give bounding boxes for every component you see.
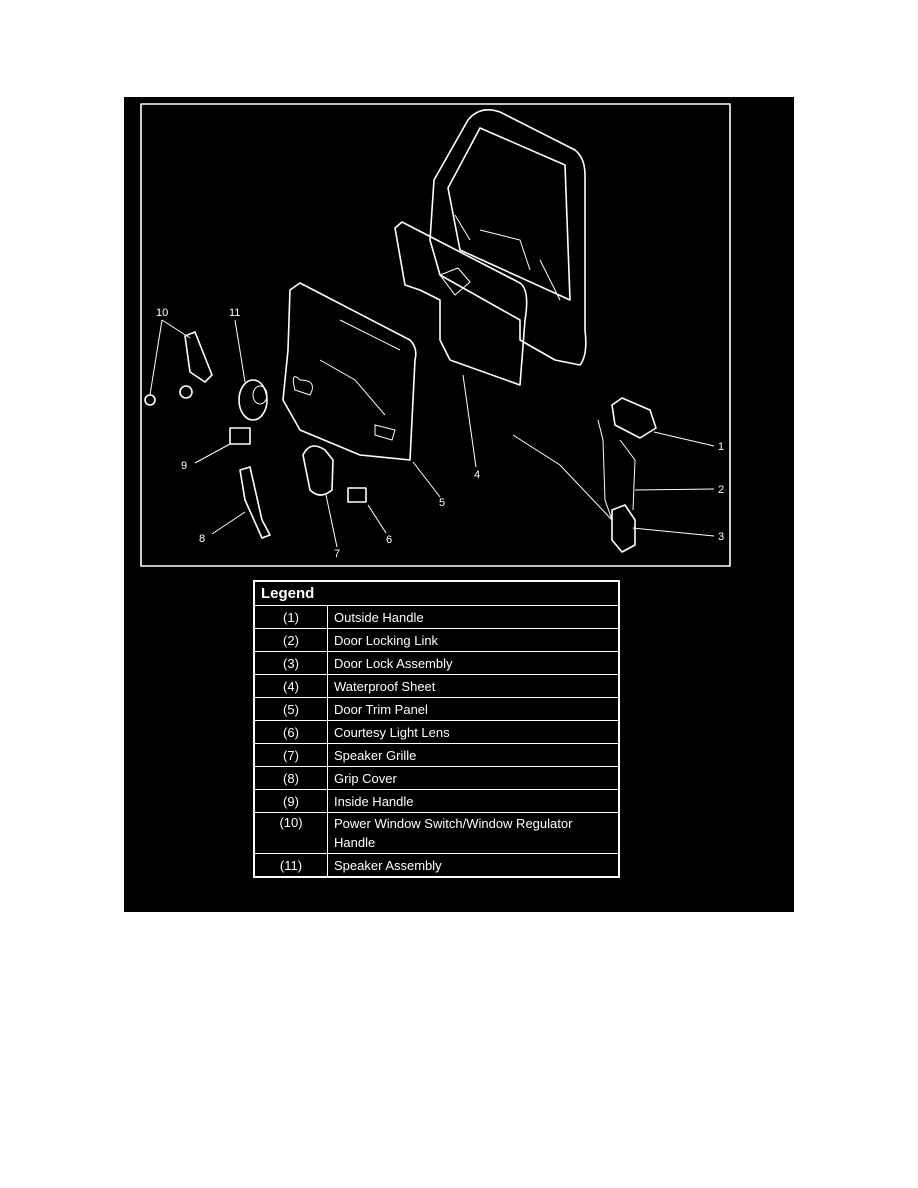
callout-8: 8 <box>199 533 205 545</box>
door-shell <box>429 109 587 366</box>
legend-row: (3)Door Lock Assembly <box>253 651 620 675</box>
legend-num: (4) <box>253 674 328 698</box>
callout-3: 3 <box>718 531 724 543</box>
legend-num: (10) <box>253 812 328 854</box>
callout-9: 9 <box>181 460 187 472</box>
legend-label: Outside Handle <box>327 605 620 629</box>
legend-num: (8) <box>253 766 328 790</box>
diagram-frame <box>140 103 731 567</box>
legend-num: (5) <box>253 697 328 721</box>
legend-table: Legend (1)Outside Handle (2)Door Locking… <box>253 580 620 878</box>
callout-7: 7 <box>334 548 340 560</box>
legend-label: Speaker Assembly <box>327 853 620 878</box>
legend-num: (9) <box>253 789 328 813</box>
legend-row: (5)Door Trim Panel <box>253 697 620 721</box>
legend-num: (11) <box>253 853 328 878</box>
legend-num: (6) <box>253 720 328 744</box>
outside-handle <box>611 397 657 439</box>
callout-2: 2 <box>718 484 724 496</box>
door-locking-link <box>512 419 636 521</box>
legend-label: Speaker Grille <box>327 743 620 767</box>
legend-row: (11)Speaker Assembly <box>253 853 620 878</box>
legend-row: (1)Outside Handle <box>253 605 620 629</box>
legend-num: (3) <box>253 651 328 675</box>
legend-label: Inside Handle <box>327 789 620 813</box>
waterproof-sheet <box>394 221 528 386</box>
door-trim-panel <box>282 282 417 461</box>
legend-row: (4)Waterproof Sheet <box>253 674 620 698</box>
legend-label: Courtesy Light Lens <box>327 720 620 744</box>
legend-label: Waterproof Sheet <box>327 674 620 698</box>
grip-cover <box>239 466 271 539</box>
legend-row: (9)Inside Handle <box>253 789 620 813</box>
legend-label: Door Locking Link <box>327 628 620 652</box>
callout-4: 4 <box>474 469 480 481</box>
legend-label: Door Lock Assembly <box>327 651 620 675</box>
callout-6: 6 <box>386 534 392 546</box>
legend-row: (7)Speaker Grille <box>253 743 620 767</box>
legend-title: Legend <box>253 580 620 606</box>
legend-row: (2)Door Locking Link <box>253 628 620 652</box>
legend-row: (10)Power Window Switch/Window Regulator… <box>253 812 620 854</box>
inside-handle <box>229 427 251 445</box>
legend-num: (7) <box>253 743 328 767</box>
legend-label: Grip Cover <box>327 766 620 790</box>
window-switch <box>184 331 213 383</box>
speaker-grille <box>302 445 334 496</box>
legend-num: (2) <box>253 628 328 652</box>
courtesy-light-lens <box>347 487 367 503</box>
legend-row: (6)Courtesy Light Lens <box>253 720 620 744</box>
callout-5: 5 <box>439 497 445 509</box>
callout-10: 10 <box>156 307 168 319</box>
legend-header-row: Legend <box>253 580 620 606</box>
speaker-assembly <box>238 379 268 421</box>
legend-label: Power Window Switch/Window Regulator Han… <box>327 812 620 854</box>
door-lock-assembly <box>611 504 636 553</box>
legend-label: Door Trim Panel <box>327 697 620 721</box>
callout-1: 1 <box>718 441 724 453</box>
legend-row: (8)Grip Cover <box>253 766 620 790</box>
callout-11: 11 <box>229 307 240 319</box>
legend-num: (1) <box>253 605 328 629</box>
